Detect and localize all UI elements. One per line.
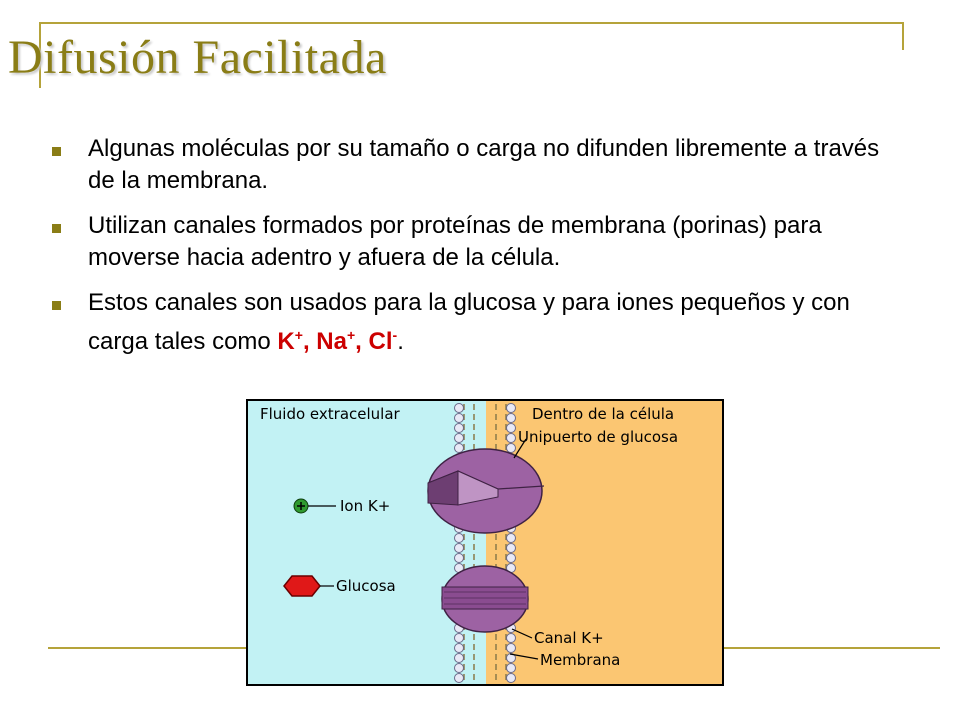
bullet-text: Algunas moléculas por su tamaño o carga … [88, 135, 880, 194]
cytoplasm-region [486, 401, 722, 684]
uniporter-label: Unipuerto de glucosa [518, 428, 679, 446]
membrane-illustration [283, 401, 722, 684]
ion-symbol: Na [316, 328, 347, 355]
square-bullet-icon [52, 147, 61, 156]
slide-title: Difusión Facilitada [8, 31, 387, 84]
right-rule [902, 22, 904, 50]
left-rule [39, 22, 41, 88]
bullet-list: Algunas moléculas por su tamaño o carga … [50, 133, 910, 371]
top-rule [40, 22, 904, 24]
membrane-label: Membrana [540, 651, 621, 669]
leader-lines [308, 438, 539, 660]
bullet-end: . [397, 328, 404, 355]
ion-k-plus-icon [293, 498, 309, 514]
bullet-text: Estos canales son usados para la glucosa… [88, 289, 850, 355]
ion-k-label: Ion K+ [340, 497, 391, 515]
ion-charge: - [392, 327, 398, 343]
glucose-label: Glucosa [336, 577, 396, 595]
extracellular-label: Fluido extracelular [260, 405, 400, 423]
bullet-item: Utilizan canales formados por proteínas … [50, 210, 910, 274]
glucose-uniporter-protein [427, 448, 545, 534]
glucose-hexagon-icon [283, 575, 321, 597]
ion-separator: , [302, 328, 317, 355]
k-channel-protein [441, 565, 529, 633]
ion-separator: , [355, 328, 369, 355]
square-bullet-icon [52, 301, 61, 310]
ion-symbol: Cl [368, 328, 393, 355]
ion-charge: + [346, 327, 356, 343]
bullet-item: Estos canales son usados para la glucosa… [50, 287, 910, 358]
ion-list: K+, Na+, Cl- [277, 327, 398, 355]
ion-symbol: K [277, 328, 295, 355]
membrane-diagram: Fluido extracelular Dentro de la célula … [246, 399, 724, 686]
bullet-item: Algunas moléculas por su tamaño o carga … [50, 133, 910, 197]
inside-cell-label: Dentro de la célula [532, 405, 675, 423]
square-bullet-icon [52, 224, 61, 233]
ion-charge: + [294, 327, 303, 343]
k-channel-label: Canal K+ [534, 629, 604, 647]
bullet-text: Utilizan canales formados por proteínas … [88, 212, 822, 271]
